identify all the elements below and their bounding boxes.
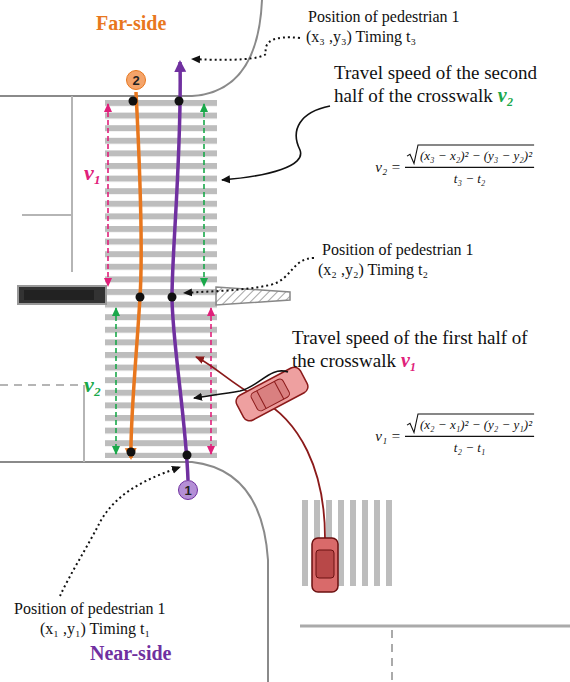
formula-stroke	[405, 436, 534, 437]
crosswalk	[105, 100, 217, 458]
lane-line	[22, 214, 72, 216]
text-block: v₂ =	[375, 158, 401, 176]
formula-text: v₁ =	[375, 428, 401, 444]
speed-symbol: v₂	[498, 84, 514, 106]
pedestrian-path	[172, 62, 188, 480]
position-dot	[127, 448, 136, 457]
text-block: Near-side	[90, 642, 171, 665]
leader-line	[192, 37, 300, 59]
text-block: t₃ − t₂	[454, 169, 486, 187]
text-block: (x₃ − x₂)² − (y₃ − y₂)²	[420, 146, 532, 164]
position-dot	[183, 451, 192, 460]
text-block: Far-side	[96, 12, 166, 35]
text-block: v₂	[84, 372, 101, 397]
pedestrian-marker: 1	[178, 480, 198, 500]
car	[312, 538, 338, 592]
position-dot	[168, 293, 177, 302]
text-block: v₁ =	[375, 427, 401, 445]
text-block: Position of pedestrian 1	[322, 241, 474, 259]
text-block: (x₃ ,y₃) Timing t₃	[306, 28, 416, 46]
text-block: Position of pedestrian 1	[14, 600, 166, 618]
formula-text: t₂ − t₁	[454, 440, 486, 455]
callout-text: Position of pedestrian 1	[308, 8, 460, 25]
lane-line	[0, 384, 84, 386]
car	[257, 391, 266, 409]
car	[312, 538, 338, 592]
side-label: Near-side	[90, 642, 171, 664]
text-block: v₁	[84, 160, 101, 185]
lane-line	[391, 630, 393, 682]
text-block: (x₁ ,y₁) Timing t₁	[40, 620, 150, 638]
median	[18, 286, 106, 304]
text-block: Travel speed of the first half of the cr…	[292, 327, 532, 372]
median	[24, 290, 94, 300]
callout-text: (x₂ ,y₂) Timing t₂	[318, 261, 428, 278]
formula-text: t₃ − t₂	[454, 171, 486, 186]
position-dot	[175, 97, 184, 106]
callout-text: (x₁ ,y₁) Timing t₁	[40, 620, 150, 637]
pedestrian-path	[131, 92, 141, 458]
leader-line	[60, 467, 180, 596]
leader-line	[222, 106, 330, 180]
curb-line	[0, 462, 268, 682]
text-block: t₂ − t₁	[454, 438, 486, 456]
speed-arrow	[107, 104, 109, 286]
pedestrian-number: 1	[184, 483, 191, 498]
text-block: (x₂ − x₁)² − (y₂ − y₁)²	[420, 415, 532, 433]
speed-arrow	[203, 104, 205, 286]
callout-text: Position of pedestrian 1	[14, 600, 166, 617]
leader-line	[194, 371, 288, 398]
lane-line	[300, 625, 570, 628]
formula-text: v₂ =	[375, 159, 401, 175]
car	[316, 550, 334, 578]
formula-stroke	[407, 414, 534, 432]
callout-text: Position of pedestrian 1	[322, 241, 474, 258]
side-label: Far-side	[96, 12, 166, 34]
position-dot	[129, 97, 138, 106]
car	[274, 381, 283, 399]
speed-arrow	[115, 308, 117, 454]
speed-arrow	[210, 308, 212, 454]
formula-text: (x₂ − x₁)² − (y₂ − y₁)²	[420, 417, 532, 432]
curb-line	[0, 0, 262, 96]
lane-line	[71, 96, 73, 272]
text-block: Travel speed of the second half of the c…	[334, 62, 562, 107]
formula-stroke	[407, 145, 534, 163]
text-block: Position of pedestrian 1	[308, 8, 460, 26]
formula-stroke	[405, 167, 534, 168]
text-block: (x₂ ,y₂) Timing t₂	[318, 261, 428, 279]
formula-text: (x₃ − x₂)² − (y₃ − y₂)²	[420, 148, 532, 163]
speed-symbol: v₂	[84, 372, 101, 397]
leader-line	[184, 258, 314, 293]
speed-symbol: v₁	[401, 349, 417, 371]
pedestrian-marker: 2	[126, 70, 146, 90]
callout-text: (x₃ ,y₃) Timing t₃	[306, 28, 416, 45]
position-dot	[136, 293, 145, 302]
pedestrian-number: 2	[132, 73, 139, 88]
vehicle-path	[196, 357, 325, 538]
speed-symbol: v₁	[84, 160, 101, 185]
